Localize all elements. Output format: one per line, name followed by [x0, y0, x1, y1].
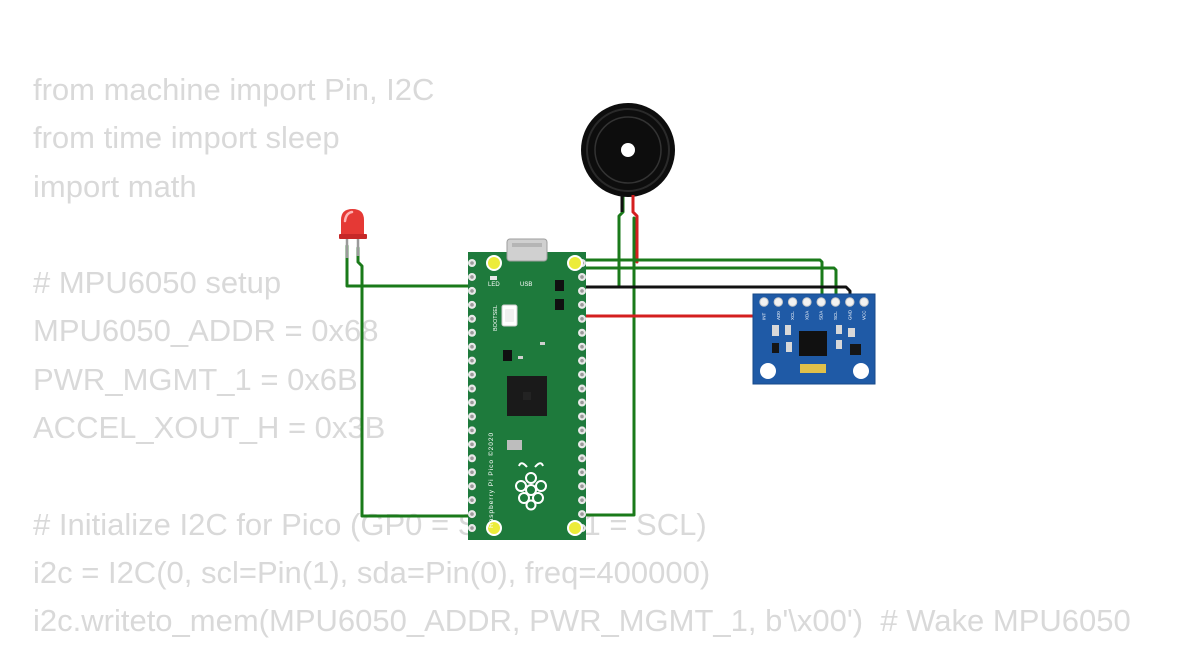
wire-sda[interactable] [577, 258, 824, 306]
mpu-pin[interactable] [802, 297, 812, 307]
mpu-pin-label: XDA [804, 311, 809, 320]
pico-pin[interactable] [578, 286, 586, 295]
raspberry-pi-pico[interactable]: LED USB BOOTSEL Raspberry Pi Pico ©2020 [468, 238, 586, 540]
mpu-pin[interactable] [773, 297, 783, 307]
pico-pin[interactable] [468, 440, 476, 449]
pico-pin[interactable] [468, 454, 476, 463]
mpu-pin[interactable] [816, 297, 826, 307]
pico-onboard-led [490, 276, 497, 280]
mpu-pin[interactable] [759, 297, 769, 307]
pico-pin[interactable] [578, 328, 586, 337]
pico-pin[interactable] [578, 454, 586, 463]
pico-label-bootsel: BOOTSEL [493, 305, 499, 331]
code-line: # MPU6050 setup [33, 265, 282, 301]
circuit-diagram: LED USB BOOTSEL Raspberry Pi Pico ©2020 [339, 103, 876, 540]
usb-port [506, 238, 548, 262]
code-line: i2c = I2C(0, scl=Pin(1), sda=Pin(0), fre… [33, 554, 711, 590]
pico-pin[interactable] [578, 300, 586, 309]
mpu-pin-labels: INT AD0 XCL XDA SDA SCL GND VCC [762, 309, 867, 320]
led-icon[interactable] [339, 209, 367, 258]
pico-pin[interactable] [468, 272, 476, 281]
pico-pin[interactable] [468, 412, 476, 421]
pico-pin[interactable] [578, 314, 586, 323]
pico-pin[interactable] [468, 300, 476, 309]
pico-pin[interactable] [468, 482, 476, 491]
mpu6050-module[interactable]: INT AD0 XCL XDA SDA SCL GND VCC [752, 293, 876, 385]
code-line: PWR_MGMT_1 = 0x6B [33, 361, 358, 397]
mpu-pin[interactable] [859, 297, 869, 307]
pico-pin[interactable] [468, 398, 476, 407]
pico-pin[interactable] [578, 384, 586, 393]
mpu-mount-hole-right [853, 363, 869, 379]
pico-pin[interactable] [578, 496, 586, 505]
mpu-mount-hole-left [760, 363, 776, 379]
mpu-pin-label: XCL [790, 311, 795, 320]
mpu-pin[interactable] [830, 297, 841, 307]
pico-pin[interactable] [468, 496, 476, 505]
pico-pin[interactable] [468, 510, 476, 519]
pico-pin[interactable] [578, 412, 586, 421]
mpu-pin[interactable] [787, 297, 798, 307]
code-line: ACCEL_XOUT_H = 0x3B [33, 410, 386, 446]
pico-pin[interactable] [468, 426, 476, 435]
pico-pad-top-right[interactable] [567, 255, 583, 271]
buzzer-icon[interactable] [581, 103, 675, 212]
pico-pin[interactable] [578, 370, 586, 379]
pico-pin[interactable] [468, 468, 476, 477]
pico-pin[interactable] [468, 314, 476, 323]
pico-pin[interactable] [578, 272, 586, 281]
pico-pin[interactable] [578, 342, 586, 351]
pico-pin[interactable] [468, 328, 476, 337]
pico-pin[interactable] [578, 510, 586, 519]
mpu-pin-label: VCC [862, 310, 867, 320]
pico-pad-bottom-left[interactable] [486, 520, 502, 536]
code-background: from machine import Pin, I2C from time im… [33, 66, 1131, 646]
pico-pin[interactable] [468, 286, 476, 295]
pico-label-usb: USB [520, 282, 532, 288]
pico-pin[interactable] [578, 482, 586, 491]
pico-pin[interactable] [468, 370, 476, 379]
pico-pin[interactable] [578, 398, 586, 407]
pico-pin[interactable] [578, 356, 586, 365]
code-line: from time import sleep [33, 120, 340, 156]
mpu-pin[interactable] [845, 297, 855, 307]
code-line: import math [33, 168, 197, 204]
pico-pin[interactable] [578, 440, 586, 449]
pico-pins-left [468, 259, 476, 533]
mpu-pin-header [759, 297, 869, 307]
mpu-pin-label: SCL [833, 311, 838, 320]
mpu-pin-label: INT [762, 313, 767, 321]
pico-pin[interactable] [578, 426, 586, 435]
mpu6050-chip [799, 331, 827, 356]
code-line: MPU6050_ADDR = 0x68 [33, 313, 379, 349]
pico-pin[interactable] [468, 384, 476, 393]
pico-pin[interactable] [468, 356, 476, 365]
mpu-pin-label: SDA [819, 311, 824, 320]
wire-buzzer-pos-ext[interactable] [578, 216, 636, 517]
pico-pin[interactable] [578, 468, 586, 477]
pico-label-led: LED [488, 282, 500, 288]
raspberry-logo [515, 462, 547, 511]
mpu-pin-label: GND [847, 309, 852, 320]
pico-pin[interactable] [468, 342, 476, 351]
pico-pin[interactable] [468, 524, 476, 533]
pico-pad-bottom-right[interactable] [567, 520, 583, 536]
pico-pad-top-left[interactable] [486, 255, 502, 271]
pico-label-board: Raspberry Pi Pico ©2020 [487, 432, 495, 528]
code-line: from machine import Pin, I2C [33, 72, 435, 107]
pico-pin[interactable] [468, 259, 476, 267]
mpu-pin-label: AD0 [776, 311, 781, 320]
